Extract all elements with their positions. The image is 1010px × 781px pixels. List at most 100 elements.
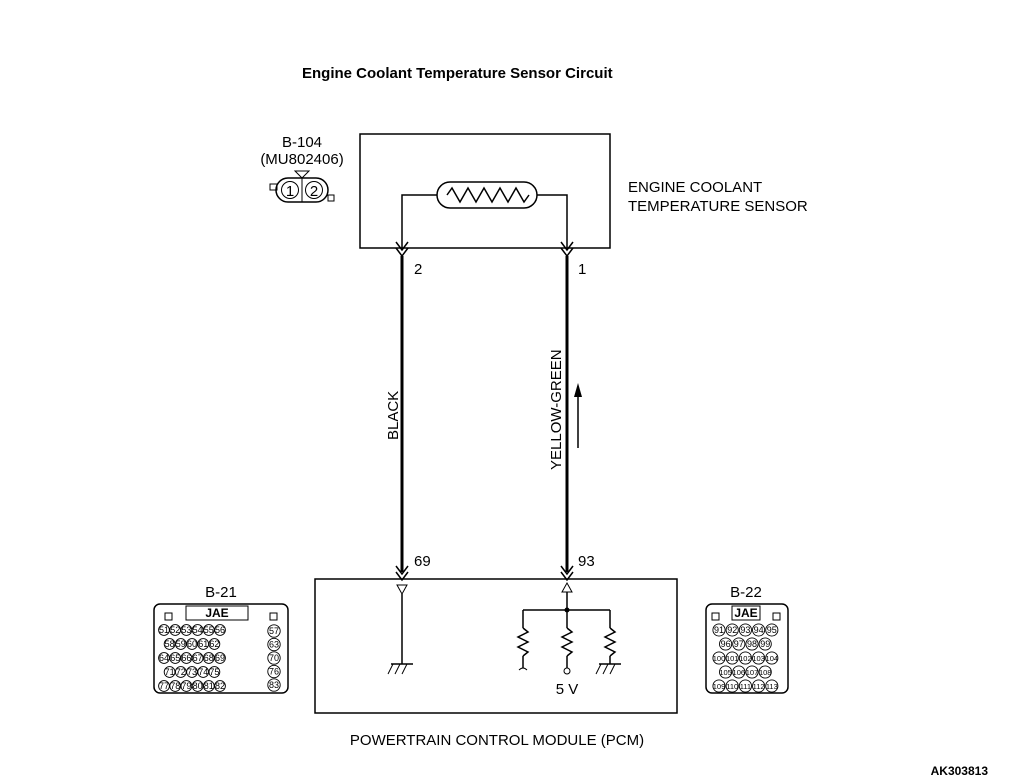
sensor-internal-wire-left [401,194,437,248]
connector-pin-label: 110 [726,682,738,691]
connector-pin-label: 72 [176,667,186,677]
b22-maker: JAE [734,606,757,620]
connector-pin [267,651,281,665]
connector-pin [267,678,281,692]
connector-pin-label: 68 [204,653,214,663]
connector-pin [712,623,726,637]
connector-pin [725,679,739,693]
connector-pin [758,637,772,651]
connector-pin-label: 64 [159,653,169,663]
connector-pin-label: 77 [159,681,169,691]
connector-pin-label: 75 [209,667,219,677]
b104-pin-1: 1 [286,183,294,200]
connector-pin [214,624,226,636]
connector-pin [738,679,752,693]
sensor-pin-1-terminal [560,241,574,252]
pcm-pin-69-terminal [395,565,409,576]
connector-pin [712,651,726,665]
connector-pin-label: 105 [719,668,732,677]
connector-pin-label: 96 [721,639,731,649]
sensor-pin-left-label: 2 [414,261,422,278]
b104-pin-2: 2 [310,183,318,200]
connector-pin [725,623,739,637]
current-direction-arrow-icon [574,383,582,448]
connector-pin-label: 73 [187,667,197,677]
connector-pin-label: 94 [754,625,764,635]
thermistor-icon [436,181,538,209]
connector-pin-label: 100 [713,654,726,663]
connector-pin-label: 106 [733,668,746,677]
connector-pin [765,679,779,693]
connector-pin-label: 53 [181,625,191,635]
connector-pin [214,652,226,664]
sensor-name-line1: ENGINE COOLANT [628,179,762,196]
connector-pin-label: 61 [198,639,208,649]
connector-pin-label: 51 [159,625,169,635]
pcm-voltage-label: 5 V [556,681,579,698]
pcm-pin-69-ground-circuit [387,584,413,675]
connector-pin-label: 95 [767,625,777,635]
pcm-pin-93-sensing-circuit [516,581,621,675]
connector-pin [752,679,766,693]
connector-pin-label: 76 [269,667,279,677]
connector-pin-label: 66 [181,653,191,663]
connector-pin-label: 60 [187,639,197,649]
connector-pin [745,637,759,651]
connector-pin-label: 79 [181,681,191,691]
connector-pin-label: 82 [215,681,225,691]
connector-pin [765,623,779,637]
connector-pin [752,651,766,665]
connector-pin [738,651,752,665]
b22-connector-id: B-22 [730,584,762,601]
connector-pin-label: 70 [269,653,279,663]
diagram-title: Engine Coolant Temperature Sensor Circui… [302,65,613,82]
black-wire-label: BLACK [385,391,402,440]
sensor-name-line2: TEMPERATURE SENSOR [628,198,808,215]
connector-pin [719,637,733,651]
connector-pin-label: 109 [713,682,726,691]
connector-pin [745,665,759,679]
connector-pin-label: 56 [215,625,225,635]
connector-pin-label: 71 [165,667,175,677]
connector-pin [267,624,281,638]
connector-pin-label: 98 [747,639,757,649]
connector-pin-label: 81 [204,681,214,691]
connector-pin [267,637,281,652]
connector-pin [758,665,772,679]
connector-pin-label: 57 [269,626,279,636]
connector-pin [267,664,281,679]
connector-pin-label: 67 [193,653,203,663]
connector-pin [738,623,752,637]
connector-pin-label: 78 [170,681,180,691]
sensor-pin-right-label: 1 [578,261,586,278]
connector-pin-label: 92 [727,625,737,635]
b21-maker: JAE [205,606,228,620]
connector-pin-label: 104 [766,654,779,663]
connector-pin-label: 97 [734,639,744,649]
b104-connector-icon: 1 2 [269,170,335,203]
pcm-name: POWERTRAIN CONTROL MODULE (PCM) [350,732,644,749]
connector-pin [732,665,746,679]
connector-pin-label: 108 [759,668,772,677]
figure-code: AK303813 [931,764,989,778]
connector-pin-label: 69 [215,653,225,663]
connector-pin-label: 99 [760,639,770,649]
connector-pin-label: 102 [739,654,752,663]
yellow-green-wire-label: YELLOW-GREEN [548,349,565,470]
connector-pin-label: 59 [176,639,186,649]
connector-pin [712,679,726,693]
sensor-internal-wire-right [537,194,568,248]
connector-pin [765,651,779,665]
connector-pin-label: 80 [193,681,203,691]
sensor-box [359,133,611,249]
connector-pin [732,637,746,651]
connector-pin [752,623,766,637]
connector-pin-label: 93 [740,625,750,635]
connector-pin-label: 91 [714,625,724,635]
connector-pin-label: 83 [269,680,279,690]
connector-pin-label: 54 [193,625,203,635]
